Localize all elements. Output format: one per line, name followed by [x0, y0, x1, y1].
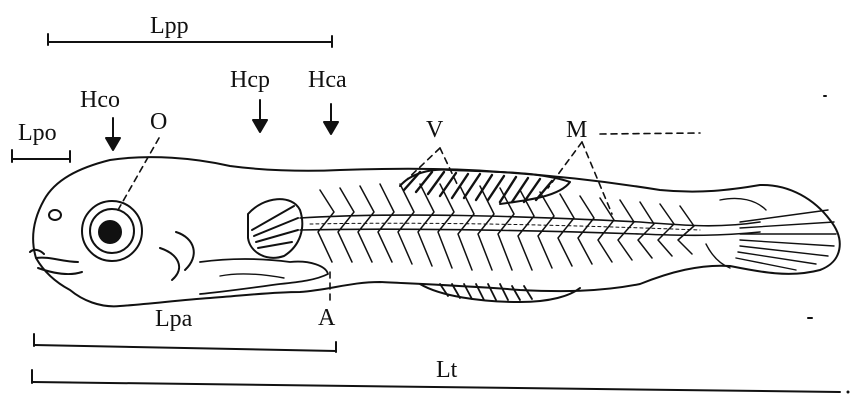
- label-v: V: [426, 118, 443, 142]
- body-outline: [33, 157, 840, 306]
- eye: [82, 201, 142, 261]
- label-hco: Hco: [80, 88, 120, 112]
- label-m: M: [566, 118, 587, 142]
- mouth-line: [36, 258, 78, 262]
- lpo-bar: [12, 150, 70, 162]
- gut: [200, 259, 328, 294]
- hca-arrow: [324, 104, 338, 134]
- label-a: A: [318, 306, 335, 330]
- label-hcp: Hcp: [230, 68, 270, 92]
- label-lt: Lt: [436, 358, 457, 382]
- lpp-bar: [48, 34, 332, 47]
- nostril: [49, 210, 61, 220]
- anal-fin: [420, 284, 580, 302]
- myomeres: [318, 184, 694, 270]
- pectoral-fin: [248, 199, 302, 258]
- hcp-arrow: [253, 100, 267, 132]
- label-o: O: [150, 110, 167, 134]
- label-lpo: Lpo: [18, 121, 57, 145]
- label-hca: Hca: [308, 68, 347, 92]
- lpa-bar: [34, 334, 336, 352]
- hco-arrow: [106, 118, 120, 150]
- label-lpp: Lpp: [150, 14, 189, 38]
- label-lpa: Lpa: [155, 307, 192, 331]
